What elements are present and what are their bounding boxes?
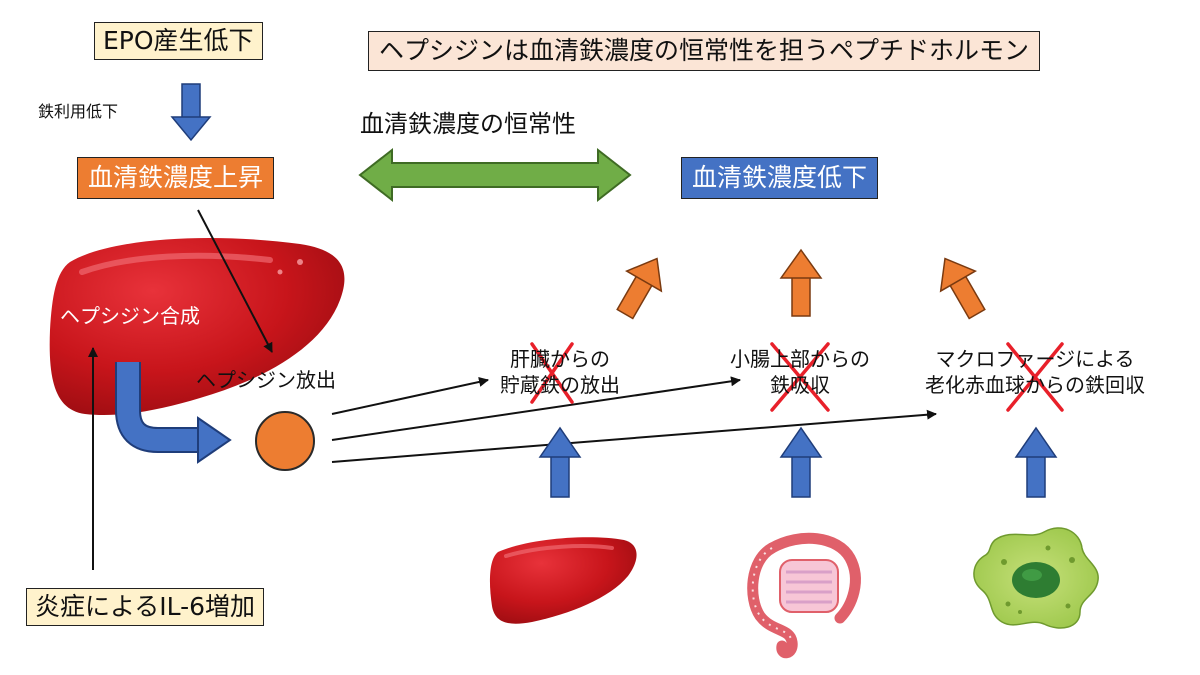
orange-arrow-left	[616, 257, 663, 320]
arrow-to-gut	[331, 376, 741, 441]
fall-box: 血清鉄濃度低下	[681, 157, 879, 199]
gut-line1: 小腸上部からの	[730, 347, 870, 371]
orange-arrow-center	[779, 248, 823, 317]
blocked-x-icon	[770, 342, 830, 412]
epo-box: EPO産生低下	[94, 22, 263, 60]
hepcidin-circle	[255, 411, 315, 471]
liver-store-line1: 肝臓からの	[510, 347, 610, 371]
down-arrow-epo	[170, 83, 212, 142]
blocked-x-icon	[530, 342, 574, 404]
liver-illustration	[489, 537, 637, 624]
secretion-arrow	[115, 362, 232, 464]
homeostasis-label: 血清鉄濃度の恒常性	[360, 110, 576, 138]
release-label: ヘプシジン放出	[196, 368, 336, 392]
blue-up-arrow-1	[538, 426, 582, 498]
gut-line2: 鉄吸収	[770, 373, 830, 397]
macrophage-line2: 老化赤血球からの鉄回収	[925, 373, 1145, 397]
homeostasis-double-arrow	[358, 147, 632, 203]
blue-up-arrow-2	[779, 426, 823, 498]
synthesis-label: ヘプシジン合成	[60, 304, 200, 328]
arrow-to-macrophage	[331, 409, 937, 463]
liver-store-line2: 貯蔵鉄の放出	[500, 373, 620, 397]
macrophage-label: マクロファージによる 老化赤血球からの鉄回収	[905, 346, 1165, 398]
il6-box: 炎症によるIL-6増加	[26, 588, 265, 626]
blue-up-arrow-3	[1014, 426, 1058, 498]
liver-store-label: 肝臓からの 貯蔵鉄の放出	[470, 346, 650, 398]
rise-box: 血清鉄濃度上昇	[77, 157, 275, 199]
macrophage-illustration	[973, 527, 1099, 629]
gut-label: 小腸上部からの 鉄吸収	[710, 346, 890, 398]
title-box: ヘプシジンは血清鉄濃度の恒常性を担うペプチドホルモン	[368, 31, 1041, 71]
blocked-x-icon	[1006, 342, 1064, 412]
arrow-rise-to-release	[197, 209, 273, 353]
arrow-to-liver-store	[331, 377, 489, 415]
intestine-illustration	[747, 532, 861, 659]
orange-arrow-right	[939, 257, 986, 320]
macrophage-line1: マクロファージによる	[935, 347, 1135, 371]
iron-use-down-label: 鉄利用低下	[38, 102, 119, 121]
